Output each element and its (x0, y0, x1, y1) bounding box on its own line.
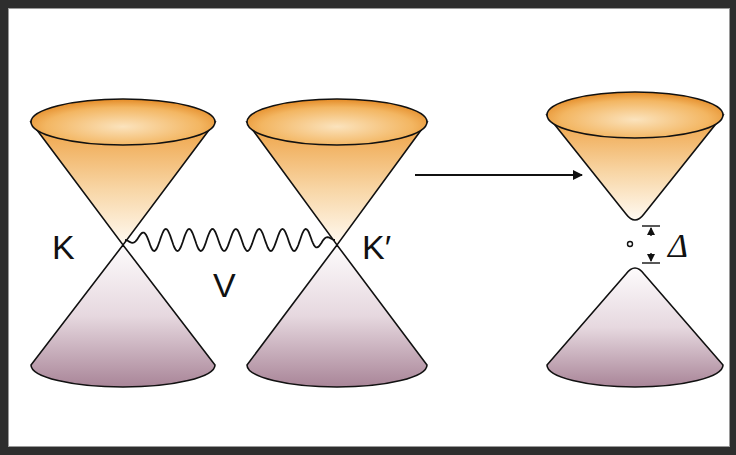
valley-label: K (52, 230, 75, 264)
dirac-cone-k (31, 99, 215, 387)
gap-label: Δ (668, 229, 688, 263)
gap-marker (628, 226, 661, 263)
interaction-wave (125, 229, 335, 251)
interaction-label: V (213, 268, 236, 302)
dirac-cone-k-prime (247, 99, 427, 387)
gapped-cone (547, 92, 723, 387)
transition-arrow (415, 174, 582, 176)
valley-label: K′ (362, 230, 391, 264)
